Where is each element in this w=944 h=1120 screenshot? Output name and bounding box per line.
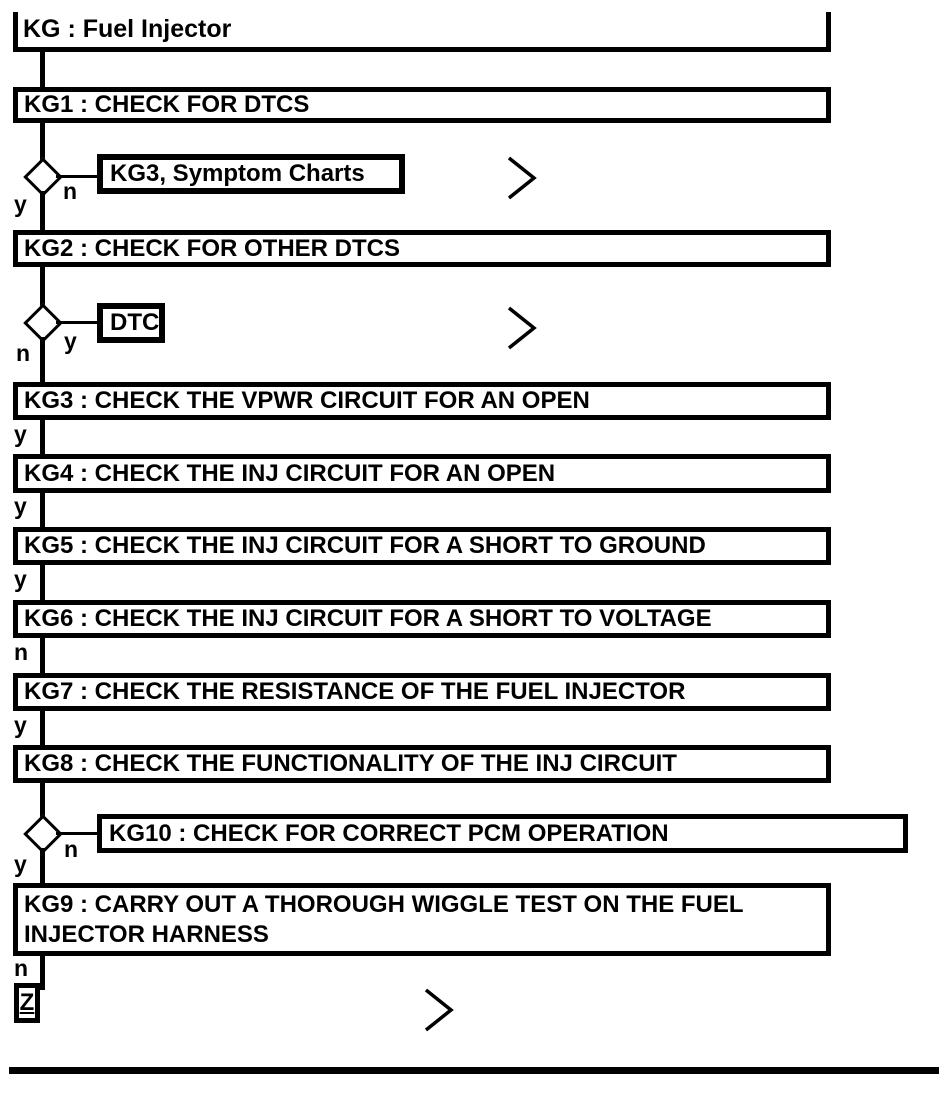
connector-kg8-diamond3 xyxy=(40,783,45,820)
step-box-kg6: KG6 : CHECK THE INJ CIRCUIT FOR A SHORT … xyxy=(13,600,831,638)
step-box-kg5: KG5 : CHECK THE INJ CIRCUIT FOR A SHORT … xyxy=(13,527,831,565)
connector-diamond2-dtc xyxy=(56,321,97,324)
branch-label-kg6-no: n xyxy=(14,639,29,665)
branch-label-kg7-yes: y xyxy=(14,712,27,738)
connector-diamond3-kg10 xyxy=(56,832,97,835)
connector-kg4-kg5 xyxy=(40,493,45,527)
branch-label-kg9-no: n xyxy=(14,955,29,981)
ref-label-kg10: KG10 : CHECK FOR CORRECT PCM OPERATION xyxy=(109,819,669,847)
step-label-kg6: KG6 : CHECK THE INJ CIRCUIT FOR A SHORT … xyxy=(24,605,712,632)
connector-kg9-z xyxy=(40,956,45,990)
connector-kg7-kg8 xyxy=(40,711,45,745)
step-label-kg9: KG9 : CARRY OUT A THOROUGH WIGGLE TEST O… xyxy=(24,891,744,948)
step-label-kg2: KG2 : CHECK FOR OTHER DTCS xyxy=(24,234,401,262)
branch-label-d2-yes: y xyxy=(64,328,77,354)
bottom-rule xyxy=(9,1067,939,1074)
step-box-kg4: KG4 : CHECK THE INJ CIRCUIT FOR AN OPEN xyxy=(13,454,831,493)
branch-label-d1-no: n xyxy=(63,178,78,204)
connector-kg1-diamond1 xyxy=(40,123,45,163)
flowchart-title-box: KG : Fuel Injector xyxy=(13,12,831,52)
connector-diamond1-kg2 xyxy=(40,191,45,230)
branch-label-kg5-yes: y xyxy=(14,566,27,592)
step-label-kg1: KG1 : CHECK FOR DTCS xyxy=(24,91,310,118)
terminal-z-box: Z xyxy=(14,983,40,1023)
branch-label-kg3-yes: y xyxy=(14,421,27,447)
ref-box-kg10: KG10 : CHECK FOR CORRECT PCM OPERATION xyxy=(97,814,908,853)
connector-diamond1-refbox xyxy=(56,175,97,178)
connector-diamond2-kg3 xyxy=(40,337,45,382)
ref-label-dtc: DTC xyxy=(110,309,160,336)
connector-title-kg1 xyxy=(40,50,45,88)
step-box-kg1: KG1 : CHECK FOR DTCS xyxy=(13,87,831,123)
ref-label-symptom-charts: KG3, Symptom Charts xyxy=(110,160,365,187)
connector-kg2-diamond2 xyxy=(40,267,45,309)
branch-label-d3-no: n xyxy=(64,836,79,862)
continue-chevron-2 xyxy=(507,306,537,350)
branch-label-d2-no: n xyxy=(16,340,31,366)
continue-chevron-3 xyxy=(424,988,454,1032)
step-box-kg8: KG8 : CHECK THE FUNCTIONALITY OF THE INJ… xyxy=(13,745,831,783)
step-box-kg9: KG9 : CARRY OUT A THOROUGH WIGGLE TEST O… xyxy=(13,883,831,956)
branch-label-d3-yes: y xyxy=(14,851,27,877)
branch-label-kg4-yes: y xyxy=(14,493,27,519)
terminal-z-label: Z xyxy=(19,989,35,1016)
connector-kg5-kg6 xyxy=(40,565,45,600)
step-label-kg3: KG3 : CHECK THE VPWR CIRCUIT FOR AN OPEN xyxy=(24,387,590,414)
connector-kg6-kg7 xyxy=(40,638,45,673)
step-label-kg8: KG8 : CHECK THE FUNCTIONALITY OF THE INJ… xyxy=(24,750,677,777)
step-label-kg5: KG5 : CHECK THE INJ CIRCUIT FOR A SHORT … xyxy=(24,532,706,559)
connector-diamond3-kg9 xyxy=(40,848,45,883)
flowchart-title: KG : Fuel Injector xyxy=(23,15,232,43)
connector-kg3-kg4 xyxy=(40,420,45,454)
step-box-kg3: KG3 : CHECK THE VPWR CIRCUIT FOR AN OPEN xyxy=(13,382,831,420)
step-label-kg4: KG4 : CHECK THE INJ CIRCUIT FOR AN OPEN xyxy=(24,459,556,487)
branch-label-d1-yes: y xyxy=(14,191,27,217)
ref-box-dtc: DTC xyxy=(97,303,165,343)
ref-box-symptom-charts: KG3, Symptom Charts xyxy=(97,154,405,194)
continue-chevron-1 xyxy=(507,156,537,200)
step-box-kg7: KG7 : CHECK THE RESISTANCE OF THE FUEL I… xyxy=(13,673,831,711)
step-label-kg7: KG7 : CHECK THE RESISTANCE OF THE FUEL I… xyxy=(24,678,686,705)
step-box-kg2: KG2 : CHECK FOR OTHER DTCS xyxy=(13,230,831,267)
